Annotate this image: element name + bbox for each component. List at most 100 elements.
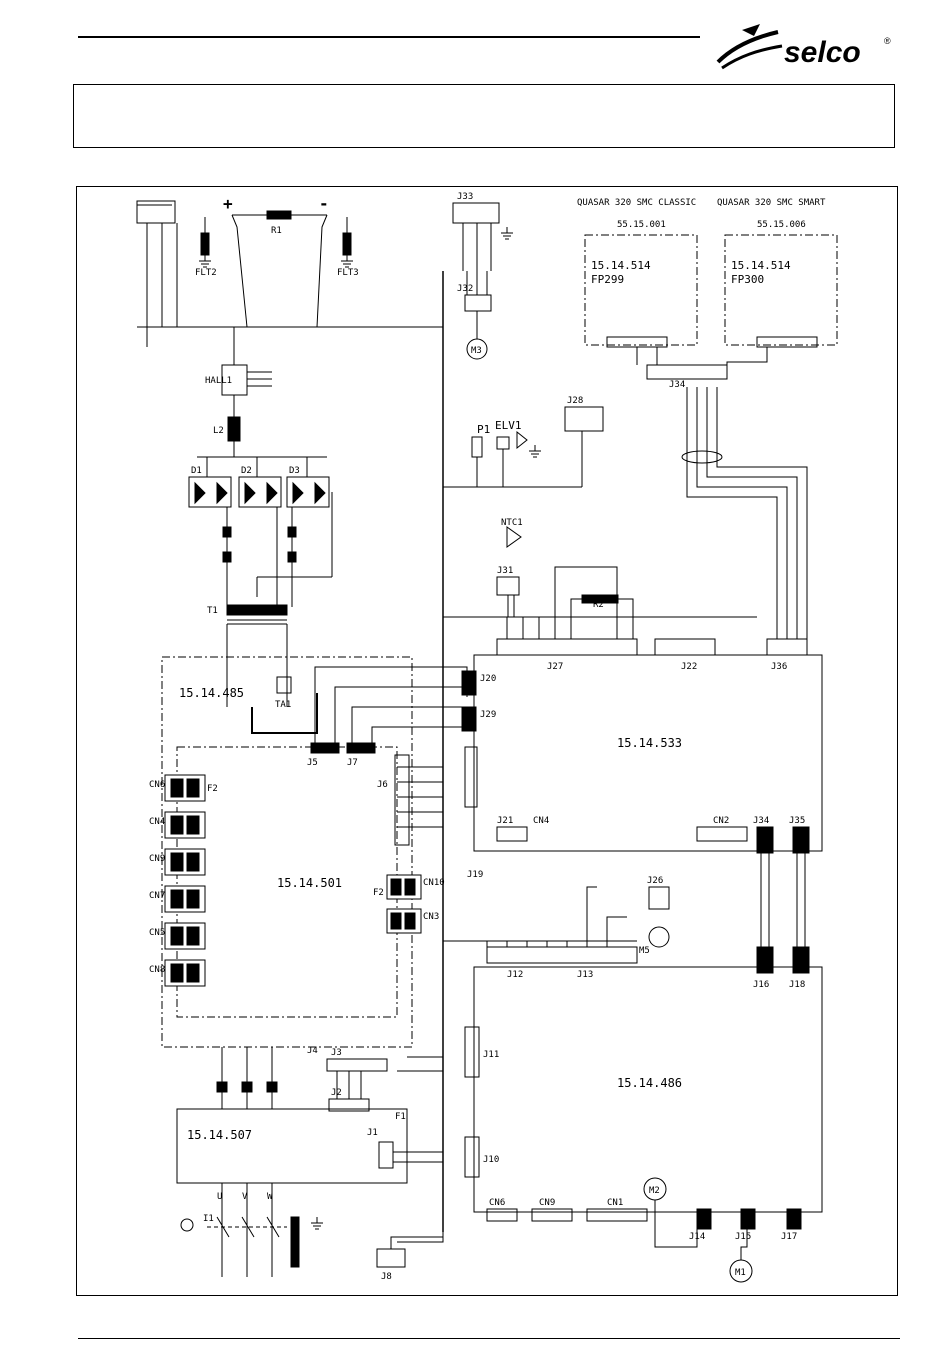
board-fp300-outline [724, 234, 838, 346]
cn10-label: CN10 [423, 878, 445, 888]
j2-label: J2 [331, 1088, 342, 1098]
j14-label: J14 [689, 1232, 705, 1242]
p1-label: P1 [477, 423, 490, 436]
f2-label-b: F2 [373, 888, 384, 898]
board-15-14-507-outline [176, 1108, 408, 1184]
output-socket-box [136, 200, 176, 224]
j28-label: J28 [567, 396, 583, 406]
j35-connector [792, 826, 810, 854]
j12-label: J12 [507, 970, 523, 980]
j14-connector [696, 1208, 712, 1230]
cn6-label: CN6 [149, 780, 165, 790]
j34-harness-label: J34 [669, 380, 685, 390]
cn2-533-label: CN2 [713, 816, 729, 826]
m2-label: M2 [649, 1186, 660, 1196]
j31-label: J31 [497, 566, 513, 576]
j18b-connector [786, 1208, 802, 1230]
cn1-fp299 [606, 336, 668, 348]
selco-swoosh-icon [716, 24, 783, 70]
phase-u-label: U [217, 1192, 222, 1202]
ground-icon [341, 255, 353, 268]
j32-label: J32 [457, 284, 473, 294]
footer-rule [78, 1338, 900, 1339]
model-smart-label: QUASAR 320 SMC SMART [717, 198, 826, 208]
flt2-label: FLT2 [195, 268, 217, 278]
board-15-14-486-outline [473, 966, 823, 1213]
ground-symbols [199, 227, 541, 1230]
minus-terminal: - [319, 194, 329, 213]
board-15-14-486-label: 15.14.486 [617, 1076, 682, 1090]
board-15-14-533-outline [473, 654, 823, 852]
phase-v-label: V [242, 1192, 248, 1202]
m5-fan-motor [648, 926, 670, 948]
mains-cable [290, 1216, 300, 1268]
j20-connector [461, 670, 477, 696]
board-fp299-outline [584, 234, 698, 346]
j3-label: J3 [331, 1048, 342, 1058]
ground-icon [199, 255, 211, 268]
cn1-486-label: CN1 [607, 1198, 623, 1208]
j5-connector [310, 742, 340, 754]
code-55-15-006: 55.15.006 [757, 220, 806, 230]
j17-label: J17 [781, 1232, 797, 1242]
j34-harness [646, 364, 728, 380]
j29-label: J29 [480, 710, 496, 720]
title-box [73, 84, 895, 148]
j18-label: J18 [789, 980, 805, 990]
logo-registered: ® [884, 36, 891, 46]
j33-label: J33 [457, 192, 473, 202]
j15-label: J15 [735, 1232, 751, 1242]
phase-w-label: W [267, 1192, 273, 1202]
cn6-533-header [464, 746, 478, 808]
j29-connector [461, 706, 477, 732]
j10-label: J10 [483, 1155, 499, 1165]
j27-header [496, 638, 638, 656]
j13-label: J13 [577, 970, 593, 980]
l2-inductor [227, 416, 241, 442]
code-55-15-001: 55.15.001 [617, 220, 666, 230]
l2-label: L2 [213, 426, 224, 436]
cn3-label: CN3 [423, 912, 439, 922]
ntc1-label: NTC1 [501, 518, 523, 528]
m3-label: M3 [471, 346, 482, 356]
flt2-filter [200, 232, 210, 256]
board-fp299-code: 15.14.514 [591, 259, 651, 272]
ground-icon [501, 227, 513, 240]
d1-diode-pair [188, 476, 232, 508]
ground-icon [311, 1217, 323, 1230]
flt3-filter [342, 232, 352, 256]
j16-connector [756, 946, 774, 974]
cn1-486-header [586, 1208, 648, 1222]
board-fp299-name: FP299 [591, 273, 624, 286]
cn9-486-label: CN9 [539, 1198, 555, 1208]
j8-connector [376, 1248, 406, 1268]
logo-text: selco [784, 36, 861, 69]
r1-resistor [266, 210, 292, 220]
selco-logo: selco ® [716, 24, 891, 70]
j15-connector [740, 1208, 756, 1230]
j19-label: J19 [467, 870, 483, 880]
j34-connector [756, 826, 774, 854]
j22-header [654, 638, 716, 656]
j11-header [464, 1026, 480, 1078]
j27-label: J27 [547, 662, 563, 672]
cn5-label: CN5 [149, 928, 165, 938]
elv1-label: ELV1 [495, 419, 522, 432]
ta1-sensor [276, 676, 292, 694]
cn1-fp300 [756, 336, 818, 348]
p1-pressure-switch [471, 436, 483, 458]
board-15-14-507-label: 15.14.507 [187, 1128, 252, 1142]
j35-label: J35 [789, 816, 805, 826]
minus-lead [316, 214, 328, 328]
j31-connector [496, 576, 520, 596]
j11-label: J11 [483, 1050, 499, 1060]
d1-label: D1 [191, 466, 202, 476]
ntc1-sensor [506, 526, 522, 548]
j7-label: J7 [347, 758, 358, 768]
d3-diode-pair [286, 476, 330, 508]
d2-diode-pair [238, 476, 282, 508]
board-15-14-501-label: 15.14.501 [277, 876, 342, 890]
d3-label: D3 [289, 466, 300, 476]
cn4-label: CN4 [149, 817, 165, 827]
cn9-label: CN9 [149, 854, 165, 864]
